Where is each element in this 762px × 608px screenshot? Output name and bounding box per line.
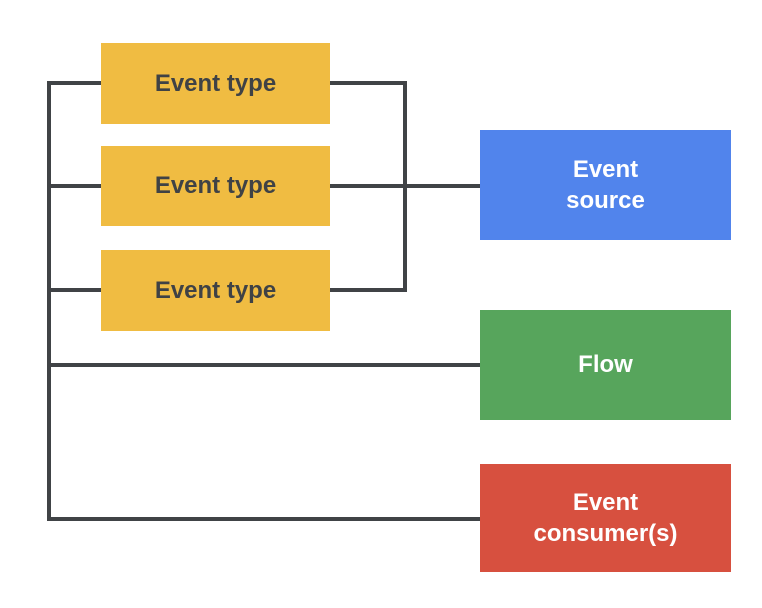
node-event-type-2: Event type: [101, 146, 330, 226]
node-flow: Flow: [480, 310, 731, 420]
connector-left-event-type-1: [47, 81, 101, 85]
connector-right-event-type-3: [330, 288, 407, 292]
connector-left-event-type-2: [47, 184, 101, 188]
node-event-source: Event source: [480, 130, 731, 240]
node-event-type-3: Event type: [101, 250, 330, 331]
connector-left-event-type-3: [47, 288, 101, 292]
connector-to-flow: [47, 363, 480, 367]
connector-right-event-type-1: [330, 81, 407, 85]
node-event-consumers: Event consumer(s): [480, 464, 731, 572]
left-rail-line: [47, 81, 51, 521]
node-event-type-1: Event type: [101, 43, 330, 124]
connector-right-event-type-2: [330, 184, 407, 188]
connector-to-event-source: [407, 184, 480, 188]
connector-to-event-consumers: [47, 517, 480, 521]
